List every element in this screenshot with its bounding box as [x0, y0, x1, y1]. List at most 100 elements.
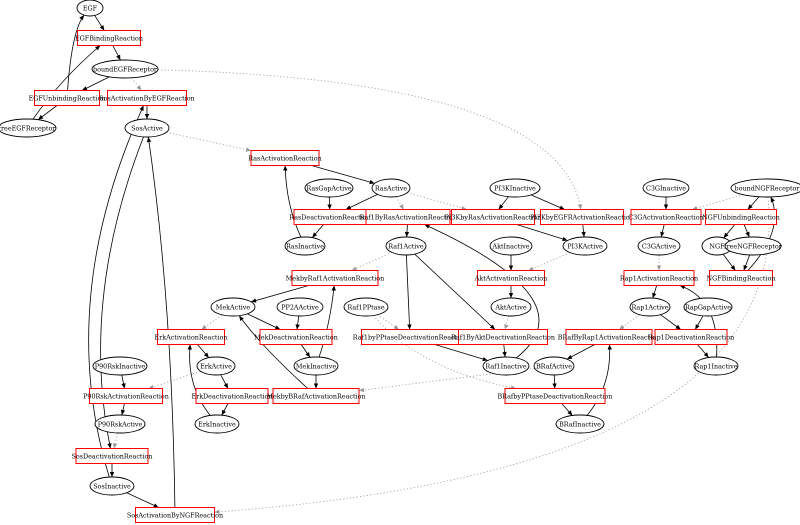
reaction-box — [654, 329, 728, 345]
species-p90-rsk-inactive[interactable]: P90RskInactive — [92, 356, 148, 376]
species-ellipse — [683, 297, 733, 317]
reaction-pi3-kby-ras-activation-reaction[interactable]: PI3KbyRasActivationReaction — [445, 209, 542, 225]
reaction-ngf-unbinding-reaction[interactable]: NGFUnbindingReaction — [702, 209, 780, 225]
reaction-label: Raf1ByRasActivationReaction — [360, 213, 457, 221]
species-c3-g-active[interactable]: C3GActive — [637, 236, 681, 256]
species-pp2-a-active[interactable]: PP2AActive — [276, 297, 324, 317]
arrow-head — [351, 266, 358, 271]
species-c3-g-inactive[interactable]: C3GInactive — [642, 178, 690, 198]
species-b-raf-inactive[interactable]: BRafInactive — [555, 414, 605, 434]
edge-b-raf-inactive-to-b-raf-by-rap1-activation-reaction — [586, 344, 612, 416]
species-label: SosInactive — [93, 482, 131, 490]
species-akt-active[interactable]: AktActive — [490, 297, 532, 317]
species-label: boundEGFReceptor — [93, 65, 158, 73]
species-label: BRafActive — [536, 362, 572, 370]
arrow-head — [770, 196, 775, 203]
reaction-b-raf-by-rap1-activation-reaction[interactable]: BRafByRap1ActivationReaction — [558, 329, 660, 345]
reaction-b-rafby-p-ptase-deactivation-reaction[interactable]: BRafbyPPtaseDeactivationReaction — [497, 388, 613, 404]
reaction-erk-deactivation-reaction[interactable]: ErkDeactivationReaction — [191, 388, 273, 404]
species-ras-inactive[interactable]: RasInactive — [284, 236, 326, 256]
reaction-raf1-by-akt-deactivation-reaction[interactable]: Raf1ByAktDeactivationReaction — [451, 329, 555, 345]
edge-sos-activation-by-egf-reaction-to-sos-active — [144, 105, 150, 119]
reaction-box — [458, 329, 548, 345]
reaction-ras-deactivation-reaction[interactable]: RasDeactivationReaction — [289, 209, 371, 225]
edge-rap1-inactive-to-rap1-activation-reaction — [679, 285, 718, 358]
species-free-egf-receptor[interactable]: freeEGFReceptor — [0, 118, 57, 138]
edge-egf-unbinding-reaction-to-egf — [67, 14, 85, 91]
reaction-sos-activation-by-egf-reaction[interactable]: SosActivationByEGFReaction — [99, 90, 195, 106]
species-sos-inactive[interactable]: SosInactive — [89, 476, 135, 496]
reaction-raf1-by-ras-activation-reaction[interactable]: Raf1ByRasActivationReaction — [360, 209, 457, 225]
species-free-ngf-receptor[interactable]: freeNGFReceptor — [724, 236, 783, 256]
species-sos-active[interactable]: SosActive — [124, 118, 170, 138]
reaction-p90-rsk-activation-reaction[interactable]: P90RskActivationReaction — [83, 388, 169, 404]
edge-bound-ngf-receptor-to-ngf-unbinding-reaction — [747, 196, 760, 210]
arrow-head — [581, 231, 586, 238]
reaction-rap1-deactivation-reaction[interactable]: Rap1DeactivationReaction — [648, 329, 734, 345]
arrow-head — [295, 324, 300, 330]
reaction-sos-activation-by-ngf-reaction[interactable]: SosActivationByNGFReaction — [127, 507, 223, 523]
reaction-box — [89, 388, 163, 404]
arrow-head — [508, 265, 514, 271]
species-erk-inactive[interactable]: ErkInactive — [194, 414, 240, 434]
reaction-erk-activation-reaction[interactable]: ErkActivationReaction — [155, 329, 228, 345]
arrow-head — [136, 85, 142, 91]
species-label: RasActive — [375, 184, 407, 192]
species-mek-active[interactable]: MekActive — [210, 297, 256, 317]
species-pi3-k-active[interactable]: PI3KActive — [562, 236, 608, 256]
species-raf1-inactive[interactable]: Raf1Inactive — [482, 356, 530, 376]
reaction-akt-activation-reaction[interactable]: AktActivationReaction — [474, 270, 547, 286]
reaction-box — [77, 30, 141, 46]
reaction-label: C3GActivationReaction — [628, 213, 703, 221]
species-rap1-inactive[interactable]: Rap1Inactive — [693, 356, 739, 376]
reaction-c3-g-activation-reaction[interactable]: C3GActivationReaction — [628, 209, 704, 225]
species-ellipse — [92, 356, 148, 376]
edge-line — [434, 344, 488, 361]
edge-ngf-to-ngf-binding-reaction — [722, 253, 736, 271]
reaction-egf-unbinding-reaction[interactable]: EGFUnbindingReaction — [29, 90, 106, 106]
species-pi3-k-inactive[interactable]: PI3KInactive — [489, 178, 541, 198]
species-erk-active[interactable]: ErkActive — [196, 356, 236, 376]
reaction-sos-deactivation-reaction[interactable]: SosDeactivationReaction — [72, 448, 153, 464]
reaction-box — [259, 329, 333, 345]
species-ellipse — [371, 178, 411, 198]
species-ras-gap-active[interactable]: RasGapActive — [304, 178, 354, 198]
edge-erk-deactivation-reaction-to-erk-inactive — [221, 403, 229, 416]
reaction-mekby-b-raf-activation-reaction[interactable]: MekbyBRafActivationReaction — [266, 388, 366, 404]
species-rap-gap-active[interactable]: RapGapActive — [683, 297, 733, 317]
reaction-egf-binding-reaction[interactable]: EGFBindingReaction — [75, 30, 143, 46]
species-label: P90RskInactive — [95, 362, 146, 370]
arrow-head — [745, 231, 750, 238]
species-bound-ngf-receptor[interactable]: boundNGFReceptor — [730, 178, 800, 198]
edge-bound-egf-receptor-to-sos-activation-by-egf-reaction — [131, 77, 142, 91]
species-rap1-active[interactable]: Rap1Active — [629, 297, 671, 317]
species-egf[interactable]: EGF — [76, 0, 104, 17]
reaction-ngf-binding-reaction[interactable]: NGFBindingReaction — [707, 270, 776, 286]
species-label: RapGapActive — [685, 303, 731, 311]
reaction-mek-deactivation-reaction[interactable]: MekDeactivationReaction — [254, 329, 338, 345]
arrow-head — [577, 204, 583, 210]
reaction-rap1-activation-reaction[interactable]: Rap1ActivationReaction — [620, 270, 698, 286]
species-bound-egf-receptor[interactable]: boundEGFReceptor — [91, 59, 159, 79]
species-ellipse — [124, 118, 170, 138]
arrow-head — [399, 204, 404, 210]
reaction-label: SosActivationByNGFReaction — [127, 511, 223, 519]
edge-line — [566, 344, 595, 360]
reaction-mekby-raf1-activation-reaction[interactable]: MekbyRaf1ActivationReaction — [286, 270, 384, 286]
species-raf1-p-ptase[interactable]: Raf1PPtase — [343, 297, 389, 317]
species-p90-rsk-active[interactable]: P90RskActive — [94, 414, 146, 434]
arrow-head — [109, 472, 115, 477]
species-b-raf-active[interactable]: BRafActive — [533, 356, 575, 376]
edge-line — [32, 45, 101, 120]
arrow-head — [38, 114, 44, 120]
species-raf1-active[interactable]: Raf1Active — [385, 236, 427, 256]
reaction-ras-activation-reaction[interactable]: RasActivationReaction — [248, 150, 322, 166]
species-ellipse — [693, 356, 739, 376]
edge-rap1-deactivation-reaction-to-rap1-inactive — [697, 344, 709, 358]
species-mek-inactive[interactable]: MekInactive — [293, 356, 339, 376]
species-akt-inactive[interactable]: AktInactive — [489, 236, 533, 256]
edge-egf-unbinding-reaction-to-free-egf-receptor — [37, 105, 58, 121]
species-ras-active[interactable]: RasActive — [371, 178, 411, 198]
edge-mekby-b-raf-activation-reaction-to-mek-active — [238, 315, 309, 389]
reaction-pi3-kby-egfr-activation-reaction[interactable]: PI3KbyEGFRActivationReaction — [530, 209, 634, 225]
